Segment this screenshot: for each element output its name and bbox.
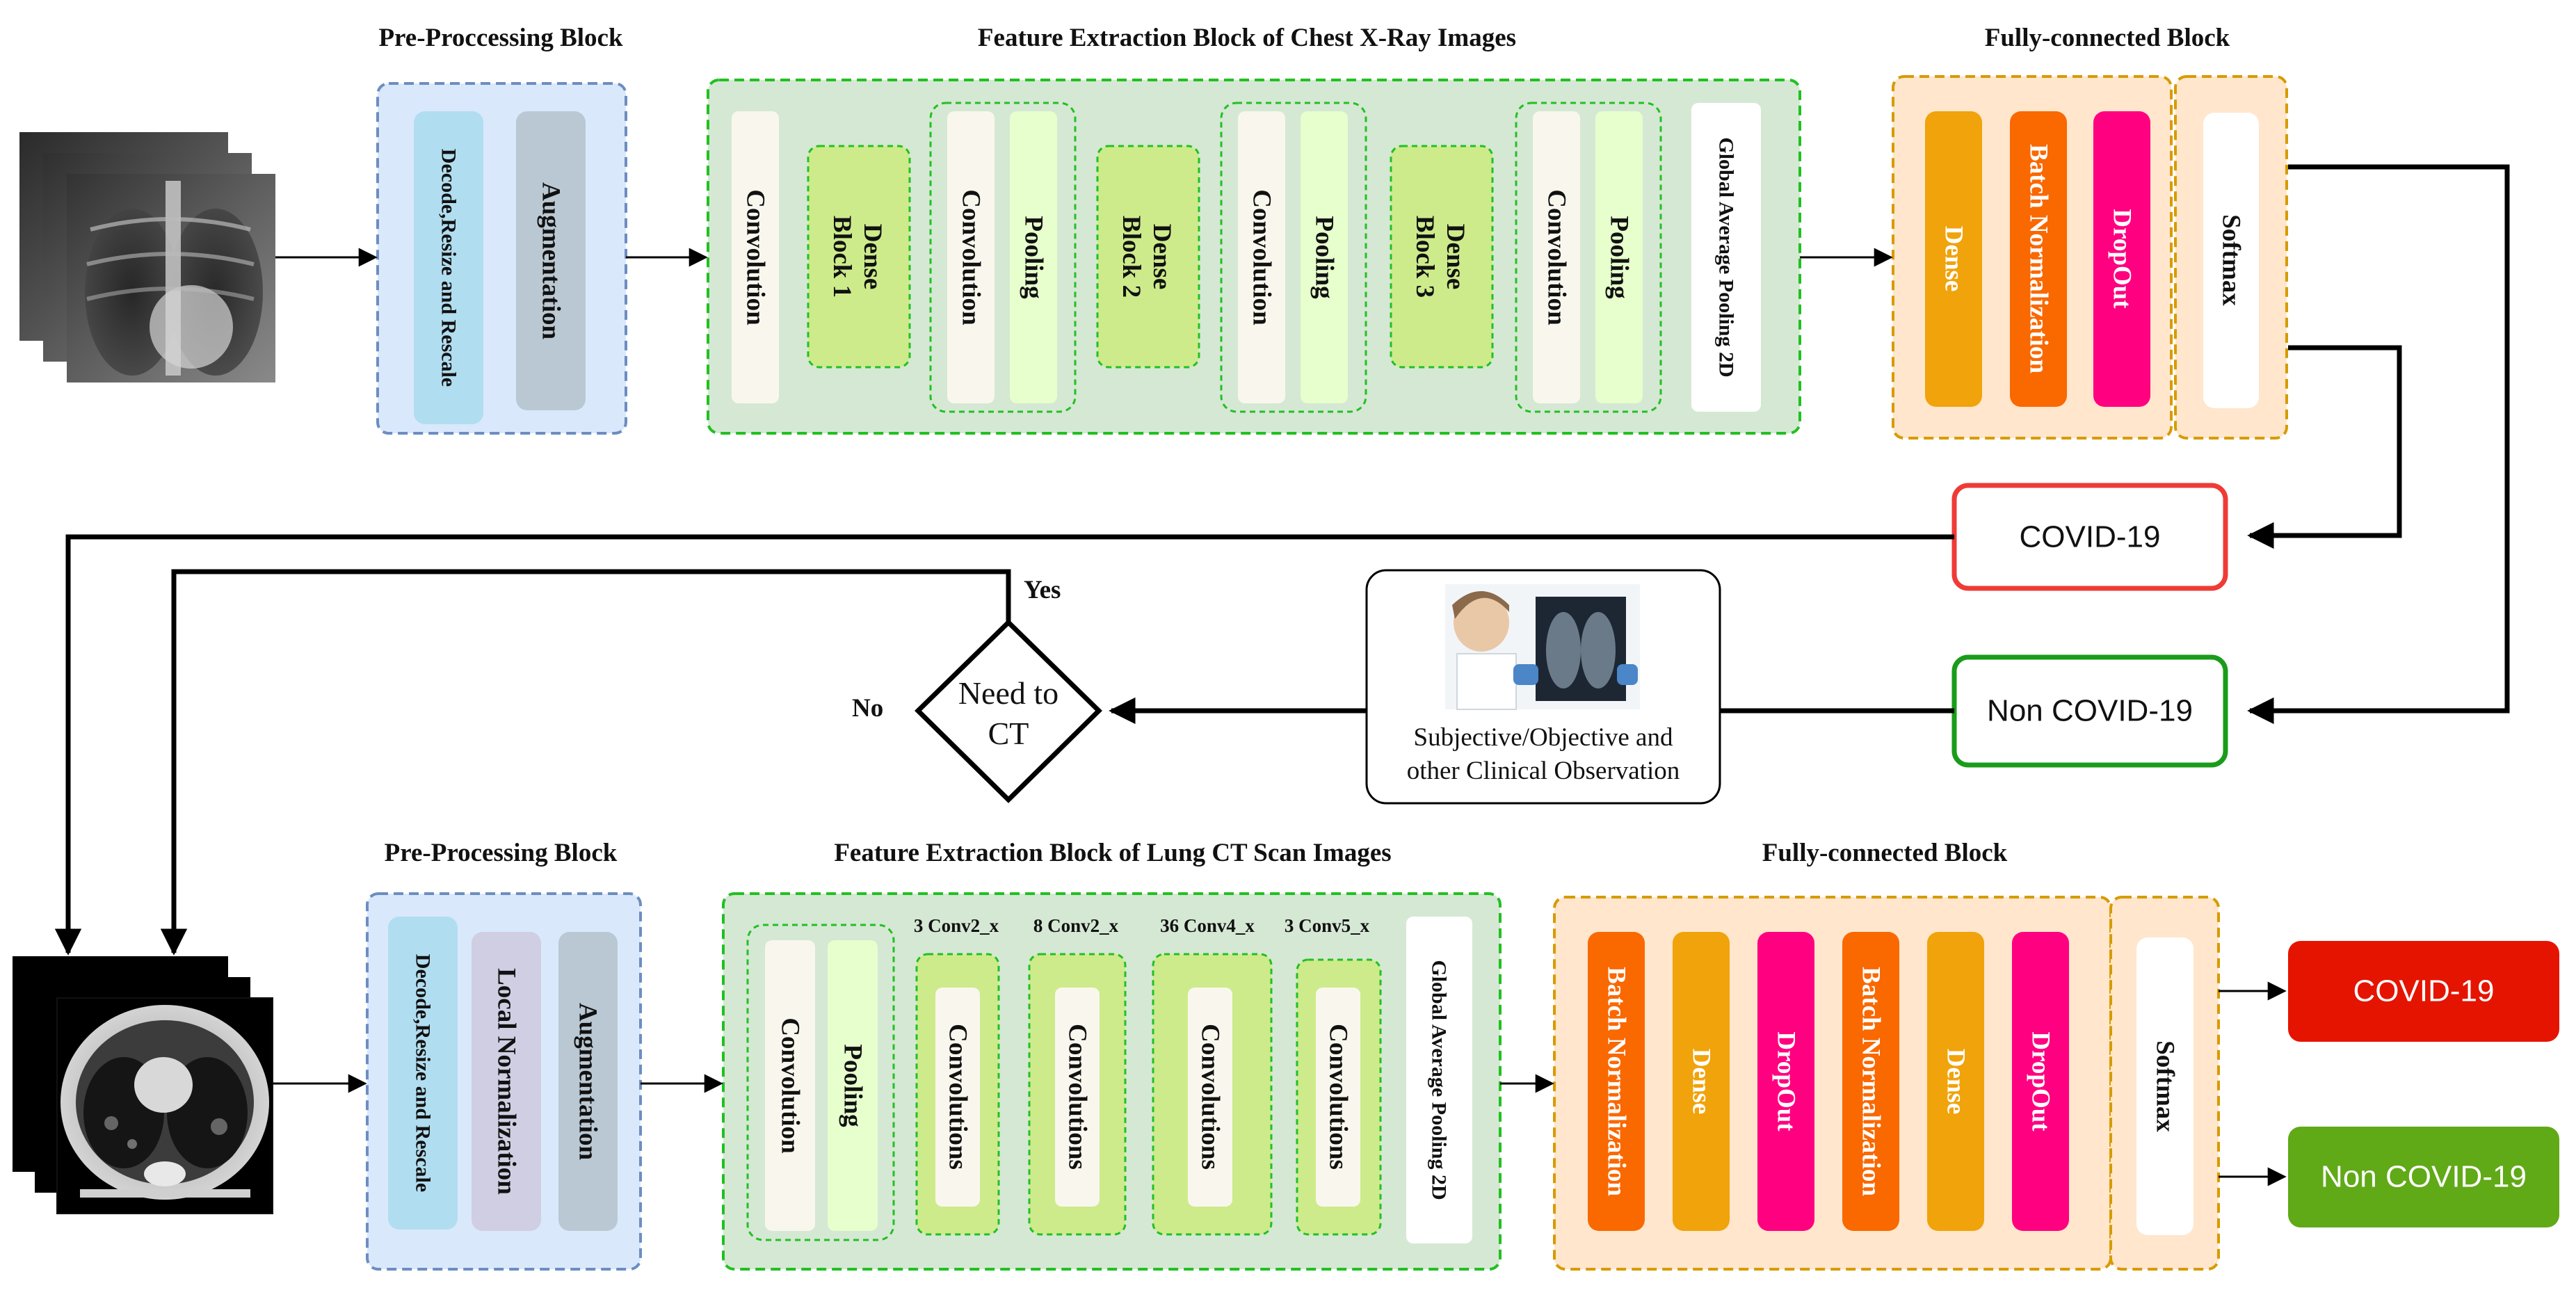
svg-text:DropOut: DropOut [1772, 1031, 1801, 1131]
svg-text:Subjective/Objective and: Subjective/Objective and [1414, 723, 1673, 752]
decision-yes-label: Yes [1024, 576, 1061, 604]
ct-stage-conv5-3: 3 Conv5_x Convolutions [1285, 915, 1382, 1236]
svg-text:Softmax: Softmax [2151, 1040, 2180, 1132]
svg-text:Convolution: Convolution [1543, 189, 1571, 325]
ct-feature-title: Feature Extraction Block of Lung CT Scan… [834, 839, 1391, 867]
xray-global-avg-pooling: Global Average Pooling 2D [1691, 103, 1761, 412]
svg-text:Pooling: Pooling [839, 1044, 867, 1127]
transition-1: Convolution Pooling [929, 102, 1077, 413]
svg-text:other Clinical Observation: other Clinical Observation [1407, 757, 1680, 785]
dense-block-3: DenseBlock 3 [1390, 145, 1494, 369]
svg-text:Softmax: Softmax [2217, 214, 2246, 306]
svg-text:Non COVID-19: Non COVID-19 [2321, 1160, 2527, 1194]
ct-softmax: Softmax [2136, 937, 2193, 1235]
transition-2: Convolution Pooling [1220, 102, 1367, 413]
svg-text:Pooling: Pooling [1020, 216, 1048, 299]
svg-text:3 Conv5_x: 3 Conv5_x [1285, 915, 1370, 936]
svg-text:Convolutions: Convolutions [944, 1024, 972, 1170]
xray-fc-title: Fully-connected Block [1985, 24, 2230, 52]
ct-stage-conv2-3: 3 Conv2_x Convolutions [914, 915, 1000, 1236]
svg-text:Decode,Resize and Rescale: Decode,Resize and Rescale [437, 149, 460, 387]
lung-ct-stack-icon [13, 956, 273, 1214]
svg-text:Global Average Pooling 2D: Global Average Pooling 2D [1428, 960, 1451, 1200]
svg-text:DenseBlock 2: DenseBlock 2 [1117, 216, 1176, 298]
doctor-with-xray-photo-icon [1445, 584, 1640, 710]
svg-text:Dense: Dense [1942, 1049, 1970, 1115]
svg-text:DropOut: DropOut [2108, 209, 2136, 309]
need-ct-decision: Need to CT [915, 619, 1102, 803]
ct-fc-layer-4: Batch Normalization [1842, 932, 1899, 1231]
ct-output-non-covid: Non COVID-19 [2288, 1127, 2559, 1227]
svg-text:Convolutions: Convolutions [1063, 1024, 1092, 1170]
ct-fc-layer-6: DropOut [2012, 932, 2069, 1231]
svg-text:Local Normalization: Local Normalization [492, 968, 521, 1195]
svg-text:Convolution: Convolution [1248, 189, 1276, 325]
svg-text:Convolution: Convolution [741, 189, 770, 325]
ct-fc-layer-1: Batch Normalization [1588, 932, 1645, 1231]
xray-preproc-step-augmentation: Augmentation [516, 111, 586, 410]
svg-text:Need to: Need to [958, 675, 1058, 711]
svg-text:Decode,Resize and Rescale: Decode,Resize and Rescale [412, 954, 435, 1192]
xray-first-convolution: Convolution [732, 111, 779, 403]
ct-preproc-step-local-normalization: Local Normalization [472, 932, 541, 1231]
ct-fc-layer-2: Dense [1673, 932, 1730, 1231]
xray-fc-dense: Dense [1925, 111, 1982, 407]
ct-stage-conv4-36: 36 Conv4_x Convolutions [1152, 915, 1273, 1236]
svg-text:Batch Normalization: Batch Normalization [2024, 144, 2053, 373]
xray-preproc-step-decode: Decode,Resize and Rescale [414, 111, 483, 424]
decision-no-label: No [852, 694, 883, 723]
connector-softmax-to-noncovid [2247, 164, 2510, 725]
svg-text:Dense: Dense [1940, 226, 1968, 292]
svg-text:DenseBlock 3: DenseBlock 3 [1410, 216, 1470, 298]
dense-block-1: DenseBlock 1 [807, 145, 911, 369]
svg-text:Batch Normalization: Batch Normalization [1857, 967, 1885, 1196]
svg-text:Convolutions: Convolutions [1196, 1024, 1225, 1170]
dense-block-2: DenseBlock 2 [1096, 145, 1200, 369]
xray-fc-dropout: DropOut [2093, 111, 2150, 407]
ct-global-avg-pooling: Global Average Pooling 2D [1406, 917, 1472, 1243]
svg-text:Non COVID-19: Non COVID-19 [1987, 694, 2193, 728]
xray-softmax: Softmax [2203, 113, 2259, 408]
svg-text:CT: CT [988, 716, 1029, 751]
ct-stage-conv2-8: 8 Conv2_x Convolutions [1028, 915, 1127, 1236]
svg-text:Convolution: Convolution [957, 189, 985, 325]
svg-text:Pooling: Pooling [1310, 216, 1339, 299]
svg-text:DropOut: DropOut [2027, 1031, 2055, 1131]
svg-text:COVID-19: COVID-19 [2020, 520, 2161, 554]
xray-fc-batchnorm: Batch Normalization [2010, 111, 2067, 407]
xray-output-covid: COVID-19 [1951, 483, 2228, 591]
ct-stem: Convolution Pooling [746, 924, 895, 1241]
svg-text:DenseBlock 1: DenseBlock 1 [828, 216, 887, 298]
svg-text:Convolution: Convolution [776, 1017, 805, 1154]
xray-output-non-covid: Non COVID-19 [1951, 654, 2228, 768]
connector-covid-to-ct [54, 534, 1954, 956]
ct-fc-layer-5: Dense [1927, 932, 1984, 1231]
svg-text:Dense: Dense [1687, 1049, 1716, 1115]
connector-yes-to-ct [160, 569, 1011, 956]
svg-text:3 Conv2_x: 3 Conv2_x [914, 915, 999, 936]
svg-text:Augmentation: Augmentation [537, 182, 565, 340]
ct-preproc-step-augmentation: Augmentation [558, 932, 618, 1231]
svg-text:Pooling: Pooling [1605, 216, 1634, 299]
ct-output-covid: COVID-19 [2288, 941, 2559, 1042]
ct-fc-layer-3: DropOut [1757, 932, 1814, 1231]
connector-softmax-to-covid [2247, 345, 2402, 549]
transition-3: Convolution Pooling [1515, 102, 1662, 413]
chest-xray-stack-icon [19, 132, 275, 382]
xray-feature-title: Feature Extraction Block of Chest X-Ray … [978, 24, 1516, 52]
svg-text:8 Conv2_x: 8 Conv2_x [1033, 915, 1119, 936]
ct-fc-title: Fully-connected Block [1762, 839, 2008, 867]
ct-preproc-title: Pre-Processing Block [385, 839, 618, 867]
svg-text:Convolutions: Convolutions [1324, 1024, 1353, 1170]
ct-preproc-step-decode: Decode,Resize and Rescale [388, 917, 458, 1230]
svg-text:36 Conv4_x: 36 Conv4_x [1160, 915, 1255, 936]
svg-text:COVID-19: COVID-19 [2353, 974, 2495, 1008]
svg-text:Augmentation: Augmentation [574, 1003, 602, 1161]
svg-text:Global Average Pooling 2D: Global Average Pooling 2D [1715, 137, 1738, 377]
xray-preproc-title: Pre-Proccessing Block [378, 24, 623, 52]
clinical-observation-box: Subjective/Objective and other Clinical … [1365, 569, 1721, 805]
svg-text:Batch Normalization: Batch Normalization [1602, 967, 1631, 1196]
